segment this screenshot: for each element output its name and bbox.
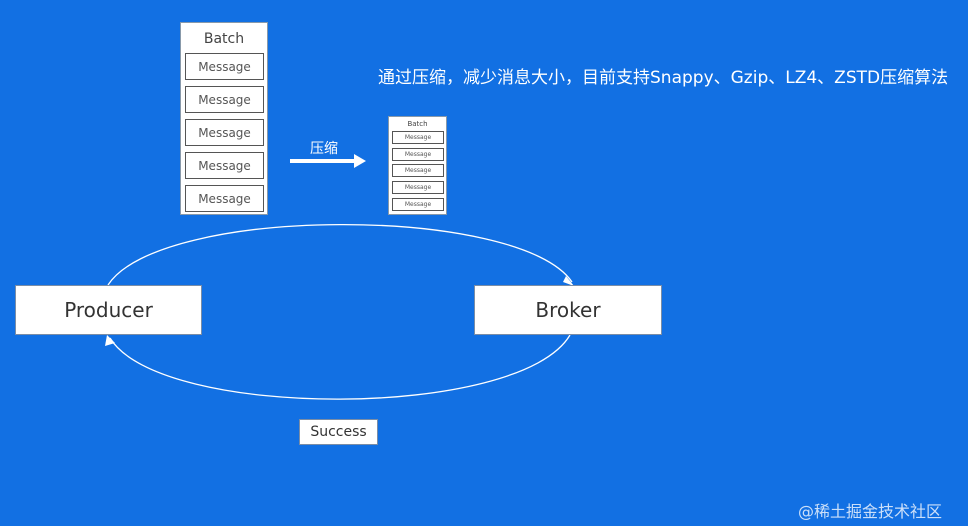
message-box: Message (185, 152, 264, 179)
diagram-caption: 通过压缩，减少消息大小，目前支持Snappy、Gzip、LZ4、ZSTD压缩算法 (378, 68, 949, 88)
broker-node: Broker (474, 285, 662, 335)
message-box: Message (392, 131, 444, 144)
batch-compressed: Batch Message Message Message Message Me… (388, 116, 447, 215)
message-box: Message (185, 53, 264, 80)
message-box: Message (185, 185, 264, 212)
message-box: Message (392, 181, 444, 194)
message-box: Message (392, 148, 444, 161)
send-arc (107, 223, 573, 286)
message-box: Message (392, 164, 444, 177)
batch-uncompressed: Batch Message Message Message Message Me… (180, 22, 268, 215)
ack-arrowhead (105, 335, 115, 346)
batch-title: Batch (407, 120, 428, 128)
message-box: Message (392, 198, 444, 211)
message-box: Message (185, 86, 264, 113)
watermark: @稀土掘金技术社区 (798, 502, 943, 521)
ack-arc (109, 334, 571, 400)
compress-label: 压缩 (310, 141, 338, 157)
success-label: Success (299, 419, 378, 445)
producer-node: Producer (15, 285, 202, 335)
message-box: Message (185, 119, 264, 146)
batch-title: Batch (203, 31, 245, 47)
